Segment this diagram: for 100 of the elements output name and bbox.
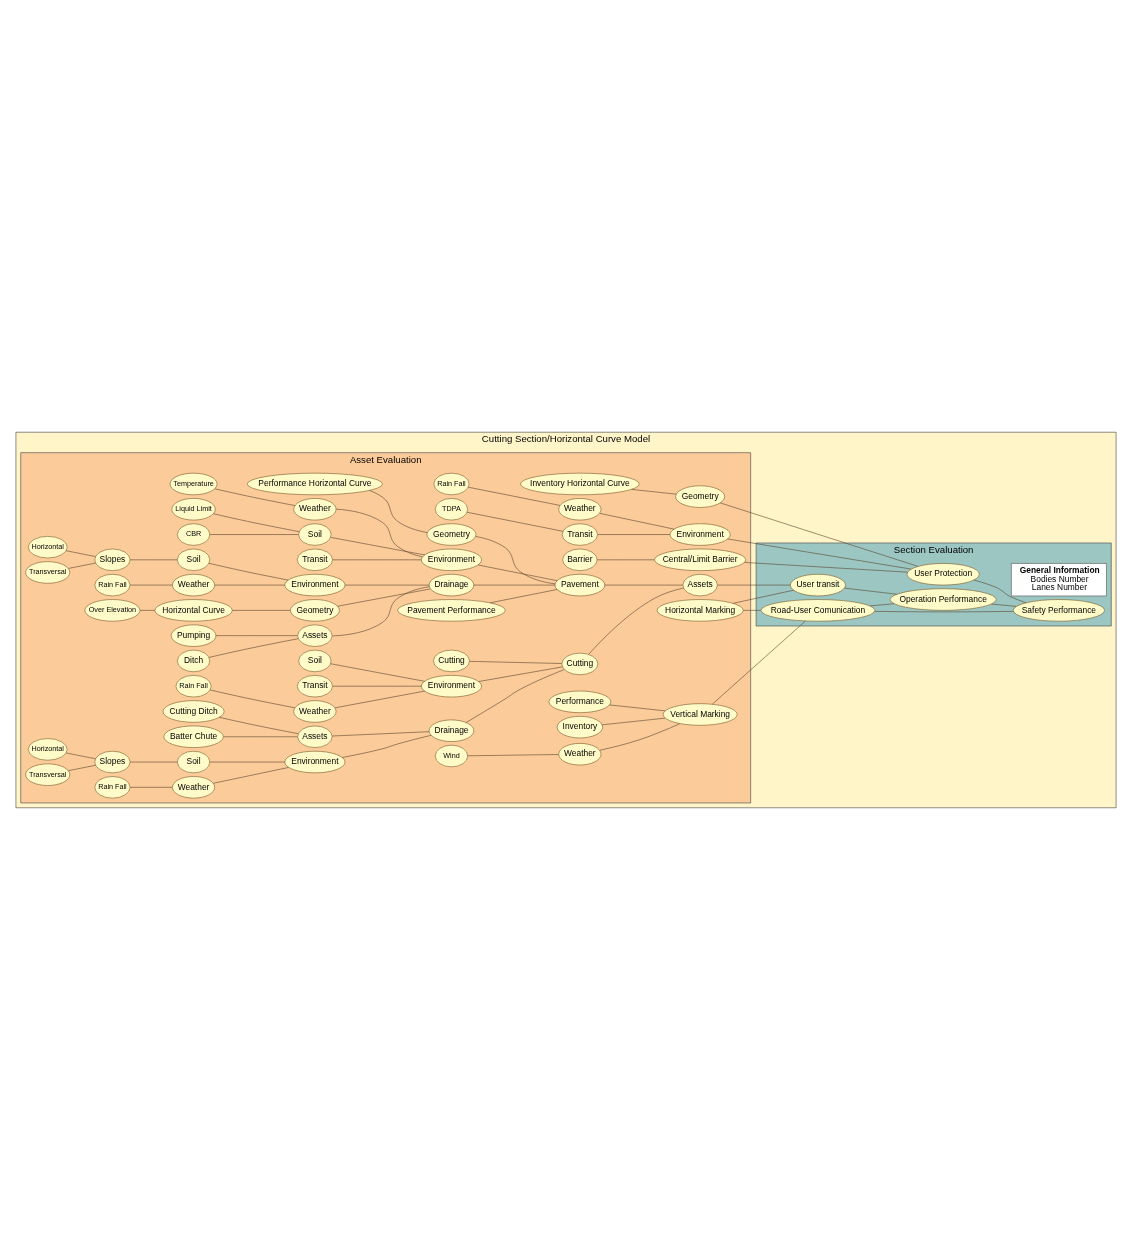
connector bbox=[208, 562, 289, 580]
node-ellipse: Drainage bbox=[428, 719, 475, 742]
connector bbox=[65, 752, 96, 759]
node-ellipse: Pavement bbox=[554, 573, 606, 596]
connector bbox=[732, 589, 794, 604]
connector bbox=[469, 660, 562, 664]
node-ellipse: Geometry bbox=[675, 485, 725, 508]
node-ellipse: Barrier bbox=[562, 548, 598, 571]
connector bbox=[719, 502, 919, 567]
node-ellipse: Cutting bbox=[561, 652, 599, 675]
node-ellipse: Assets bbox=[297, 624, 333, 647]
connector bbox=[223, 735, 298, 737]
connector bbox=[331, 730, 430, 736]
connector bbox=[218, 716, 299, 734]
connector bbox=[129, 584, 173, 585]
node-ellipse: Assets bbox=[682, 573, 718, 596]
connector bbox=[209, 689, 296, 708]
connector bbox=[129, 761, 178, 762]
connector bbox=[489, 588, 558, 603]
connector bbox=[330, 662, 425, 682]
node-box: General Information Bodies Number Lanes Number bbox=[1011, 562, 1107, 596]
node-ellipse: Batter Chute bbox=[163, 725, 224, 748]
connector bbox=[232, 609, 291, 611]
node-ellipse: Weather bbox=[172, 775, 215, 798]
node-ellipse: Cutting Ditch bbox=[162, 699, 225, 723]
node-ellipse: Assets bbox=[297, 725, 333, 748]
connector bbox=[743, 609, 762, 611]
connector bbox=[215, 634, 298, 636]
node-ellipse: Soil bbox=[298, 522, 332, 546]
node-ellipse: Road-User Comunication bbox=[760, 598, 876, 621]
connector bbox=[68, 562, 96, 569]
connector bbox=[588, 587, 684, 654]
connector bbox=[599, 512, 675, 529]
node-ellipse: Cutting bbox=[433, 649, 470, 672]
connector bbox=[65, 549, 96, 557]
connector bbox=[475, 535, 556, 584]
node-ellipse: Performance bbox=[548, 690, 612, 713]
node-ellipse: Soil bbox=[177, 750, 211, 773]
connector bbox=[727, 538, 912, 569]
connector bbox=[214, 584, 286, 585]
node-ellipse: Ditch bbox=[177, 649, 211, 672]
node-ellipse: Environment bbox=[421, 548, 482, 571]
connector bbox=[129, 559, 178, 560]
connector bbox=[477, 564, 558, 581]
node-ellipse: User Protection bbox=[906, 562, 980, 585]
connector bbox=[209, 761, 286, 762]
connector bbox=[466, 511, 564, 532]
node-ellipse: Environment bbox=[669, 522, 731, 546]
connector bbox=[337, 588, 431, 607]
connector bbox=[214, 488, 296, 506]
node-ellipse: Horizontal Marking bbox=[656, 598, 744, 621]
connector bbox=[596, 559, 655, 560]
node-ellipse: Slopes bbox=[94, 548, 131, 571]
connector bbox=[844, 587, 898, 594]
connector bbox=[597, 533, 671, 535]
connector bbox=[712, 620, 806, 704]
connector bbox=[601, 717, 666, 725]
node-ellipse: Performance Horizontal Curve bbox=[246, 472, 383, 495]
connector bbox=[609, 704, 666, 711]
node-ellipse: Transit bbox=[296, 674, 333, 697]
connector bbox=[68, 764, 96, 771]
node-ellipse: Environment bbox=[284, 750, 346, 773]
connector bbox=[332, 559, 422, 560]
node-ellipse: Weather bbox=[558, 742, 602, 765]
connector bbox=[478, 666, 563, 682]
node-ellipse: Horizontal Curve bbox=[154, 598, 233, 621]
connector bbox=[468, 486, 561, 506]
node-ellipse: Soil bbox=[177, 548, 211, 571]
node-ellipse: Weather bbox=[293, 497, 337, 520]
connector bbox=[473, 584, 556, 585]
node-ellipse: User transit bbox=[790, 573, 846, 596]
connector bbox=[599, 722, 681, 751]
node-ellipse: Pavement Performance bbox=[397, 598, 506, 621]
connector bbox=[991, 603, 1017, 607]
connector bbox=[717, 584, 791, 585]
connector bbox=[874, 610, 1014, 612]
connector bbox=[869, 602, 895, 606]
node-ellipse: Weather bbox=[172, 573, 215, 596]
connector bbox=[139, 609, 156, 611]
node-ellipse: Soil bbox=[298, 649, 332, 672]
connector bbox=[744, 561, 908, 572]
node-ellipse: Inventory Horizontal Curve bbox=[520, 472, 640, 495]
node-ellipse: Inventory bbox=[556, 715, 603, 738]
node-ellipse: Environment bbox=[284, 573, 346, 596]
connector bbox=[631, 488, 677, 494]
connector bbox=[213, 513, 300, 532]
node-ellipse: Geometry bbox=[290, 598, 340, 621]
node-ellipse: Environment bbox=[421, 674, 482, 697]
connector bbox=[467, 753, 559, 756]
connector bbox=[335, 508, 423, 557]
node-ellipse: Geometry bbox=[426, 522, 477, 546]
connector bbox=[369, 489, 428, 533]
connector bbox=[334, 690, 425, 708]
connector bbox=[341, 734, 432, 758]
node-ellipse: Pumping bbox=[170, 624, 217, 647]
node-ellipse: Weather bbox=[293, 699, 337, 723]
connector bbox=[604, 584, 684, 585]
connector bbox=[973, 579, 1027, 603]
node-ellipse: Weather bbox=[558, 497, 602, 520]
node-ellipse: Operation Performance bbox=[889, 587, 997, 611]
